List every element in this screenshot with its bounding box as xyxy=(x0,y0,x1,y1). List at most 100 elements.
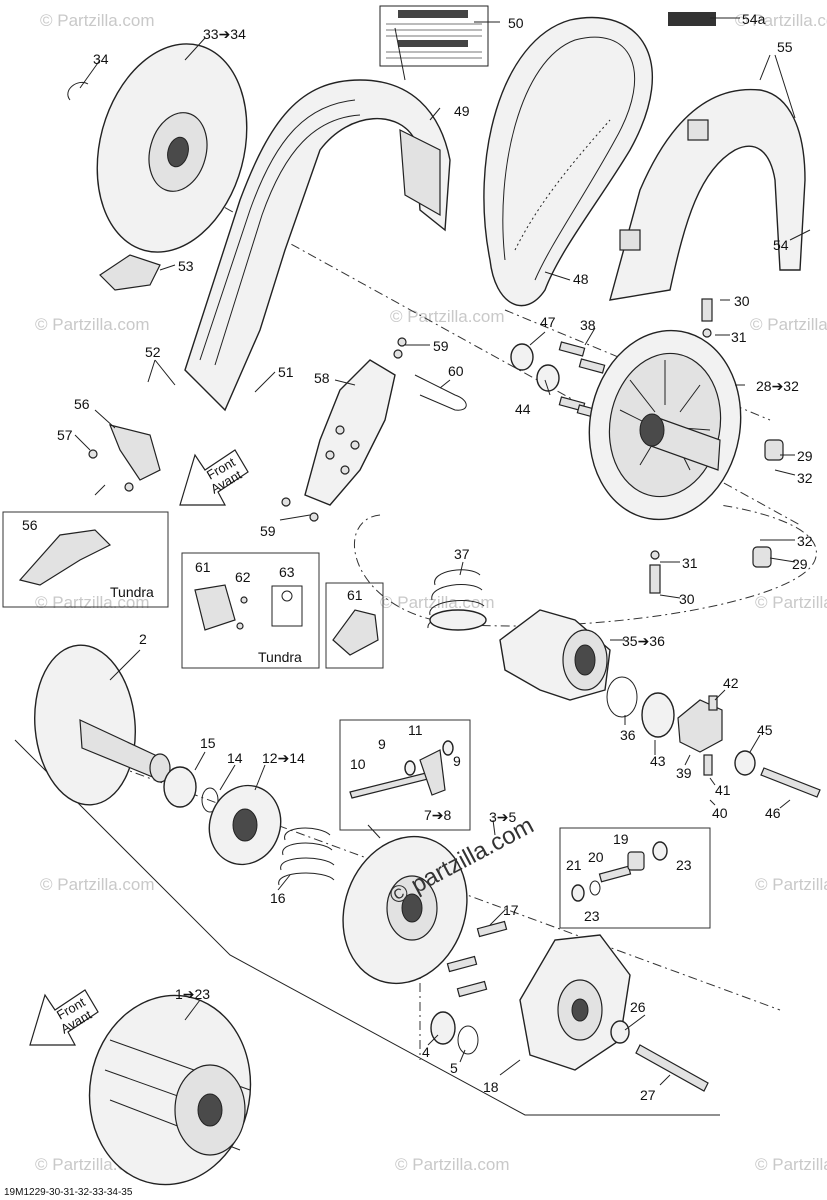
watermark: © Partzilla.com xyxy=(380,593,495,612)
callout: 36 xyxy=(620,727,636,743)
inner-belt-guard xyxy=(184,79,451,412)
driven-pulley-part xyxy=(588,329,742,521)
ring-part xyxy=(589,880,601,896)
weight-part xyxy=(419,749,446,796)
callout: 10 xyxy=(350,756,366,772)
callout: 43 xyxy=(650,753,666,769)
callout: 14 xyxy=(227,750,243,766)
bushing-part xyxy=(764,439,784,461)
callout: 21 xyxy=(566,857,582,873)
bolt-part xyxy=(708,695,718,711)
callout: 31 xyxy=(731,329,747,345)
watermark: © Partzilla.com xyxy=(735,11,827,30)
screw-part xyxy=(236,622,244,630)
watermark: © Partzilla.com xyxy=(755,593,827,612)
washer-part xyxy=(536,364,560,392)
callout: 34 xyxy=(93,51,109,67)
callout: 55 xyxy=(777,39,793,55)
callout: 58 xyxy=(314,370,330,386)
callout: 52 xyxy=(145,344,161,360)
bolt-part xyxy=(446,955,478,973)
callout: 44 xyxy=(515,401,531,417)
callout: 32 xyxy=(797,533,813,549)
assembly-outline xyxy=(14,739,720,1116)
pin-part xyxy=(414,374,467,411)
washer-part xyxy=(610,1020,630,1044)
detail-box-rollers xyxy=(559,827,711,929)
tundra-label: Tundra xyxy=(110,584,154,600)
callout: 41 xyxy=(715,782,731,798)
stud-part xyxy=(578,358,606,374)
pin-part xyxy=(349,771,433,799)
fixed-sheave-part xyxy=(34,644,171,806)
watermark: © Partzilla.com xyxy=(35,315,150,334)
callout: 23 xyxy=(676,857,692,873)
washer-part xyxy=(641,692,675,738)
callout: 56 xyxy=(22,517,38,533)
front-arrow-lower: Front Avant xyxy=(29,989,99,1046)
callout: 50 xyxy=(508,15,524,31)
callout: 57 xyxy=(57,427,73,443)
callout: 37 xyxy=(454,546,470,562)
bolt-part xyxy=(456,980,488,998)
caution-label-part xyxy=(271,585,303,627)
ring-part xyxy=(606,676,638,718)
callout: 29 xyxy=(797,448,813,464)
coupler-part xyxy=(677,699,723,753)
bolt-part xyxy=(635,1044,709,1092)
callout: 27 xyxy=(640,1087,656,1103)
callout: 3➔5 xyxy=(489,809,517,825)
callout: 29 xyxy=(792,556,808,572)
watermark: © Partzilla.com xyxy=(40,11,155,30)
watermark: © Partzilla.com xyxy=(390,307,505,326)
ring-part xyxy=(457,1025,479,1055)
drive-pulley-disc xyxy=(96,43,248,253)
cam-part xyxy=(499,609,611,701)
tundra-label-2: Tundra xyxy=(258,649,302,665)
spider-part xyxy=(519,934,631,1071)
callout: 60 xyxy=(448,363,464,379)
washer-part xyxy=(652,841,668,861)
bearing-part xyxy=(163,766,197,808)
screw-part xyxy=(240,596,248,604)
movable-sheave-part xyxy=(342,835,468,985)
callout: 51 xyxy=(278,364,294,380)
washer-part xyxy=(442,740,454,756)
leader-lines xyxy=(74,17,811,1086)
callout: 42 xyxy=(723,675,739,691)
callout: 1➔23 xyxy=(175,986,210,1002)
callout: 61 xyxy=(347,587,363,603)
bracket-part xyxy=(18,529,112,586)
callout: 7➔8 xyxy=(424,807,452,823)
cover-part xyxy=(194,584,236,631)
cover-part xyxy=(332,609,379,656)
roller-part xyxy=(627,851,645,871)
washer-part xyxy=(510,343,534,371)
detail-box-weights xyxy=(339,719,471,831)
screw-part xyxy=(88,449,98,459)
callout: 23 xyxy=(584,908,600,924)
outer-belt-guard xyxy=(609,88,806,301)
callout: 17 xyxy=(503,902,519,918)
callout: 59 xyxy=(260,523,276,539)
callout: 30 xyxy=(734,293,750,309)
bolt-part xyxy=(476,920,508,938)
front-arrow-upper: Front Avant xyxy=(179,449,249,506)
watermark: © Partzilla.com xyxy=(750,315,827,334)
washer-part xyxy=(734,750,756,776)
screw-part xyxy=(281,497,291,507)
callout: 53 xyxy=(178,258,194,274)
callout: 61 xyxy=(195,559,211,575)
diagram-code: 19M1229-30-31-32-33-34-35 xyxy=(4,1187,133,1198)
callout: 9 xyxy=(453,753,461,769)
tundra-box xyxy=(2,511,169,608)
callout: 31 xyxy=(682,555,698,571)
bushing-part xyxy=(752,546,772,568)
callout: 19 xyxy=(613,831,629,847)
support-bracket-part xyxy=(304,359,396,506)
bolt-part xyxy=(760,767,821,798)
callout: 54a xyxy=(742,11,766,27)
callout: 45 xyxy=(757,722,773,738)
callout: 16 xyxy=(270,890,286,906)
rubber-pad-part xyxy=(99,254,161,291)
